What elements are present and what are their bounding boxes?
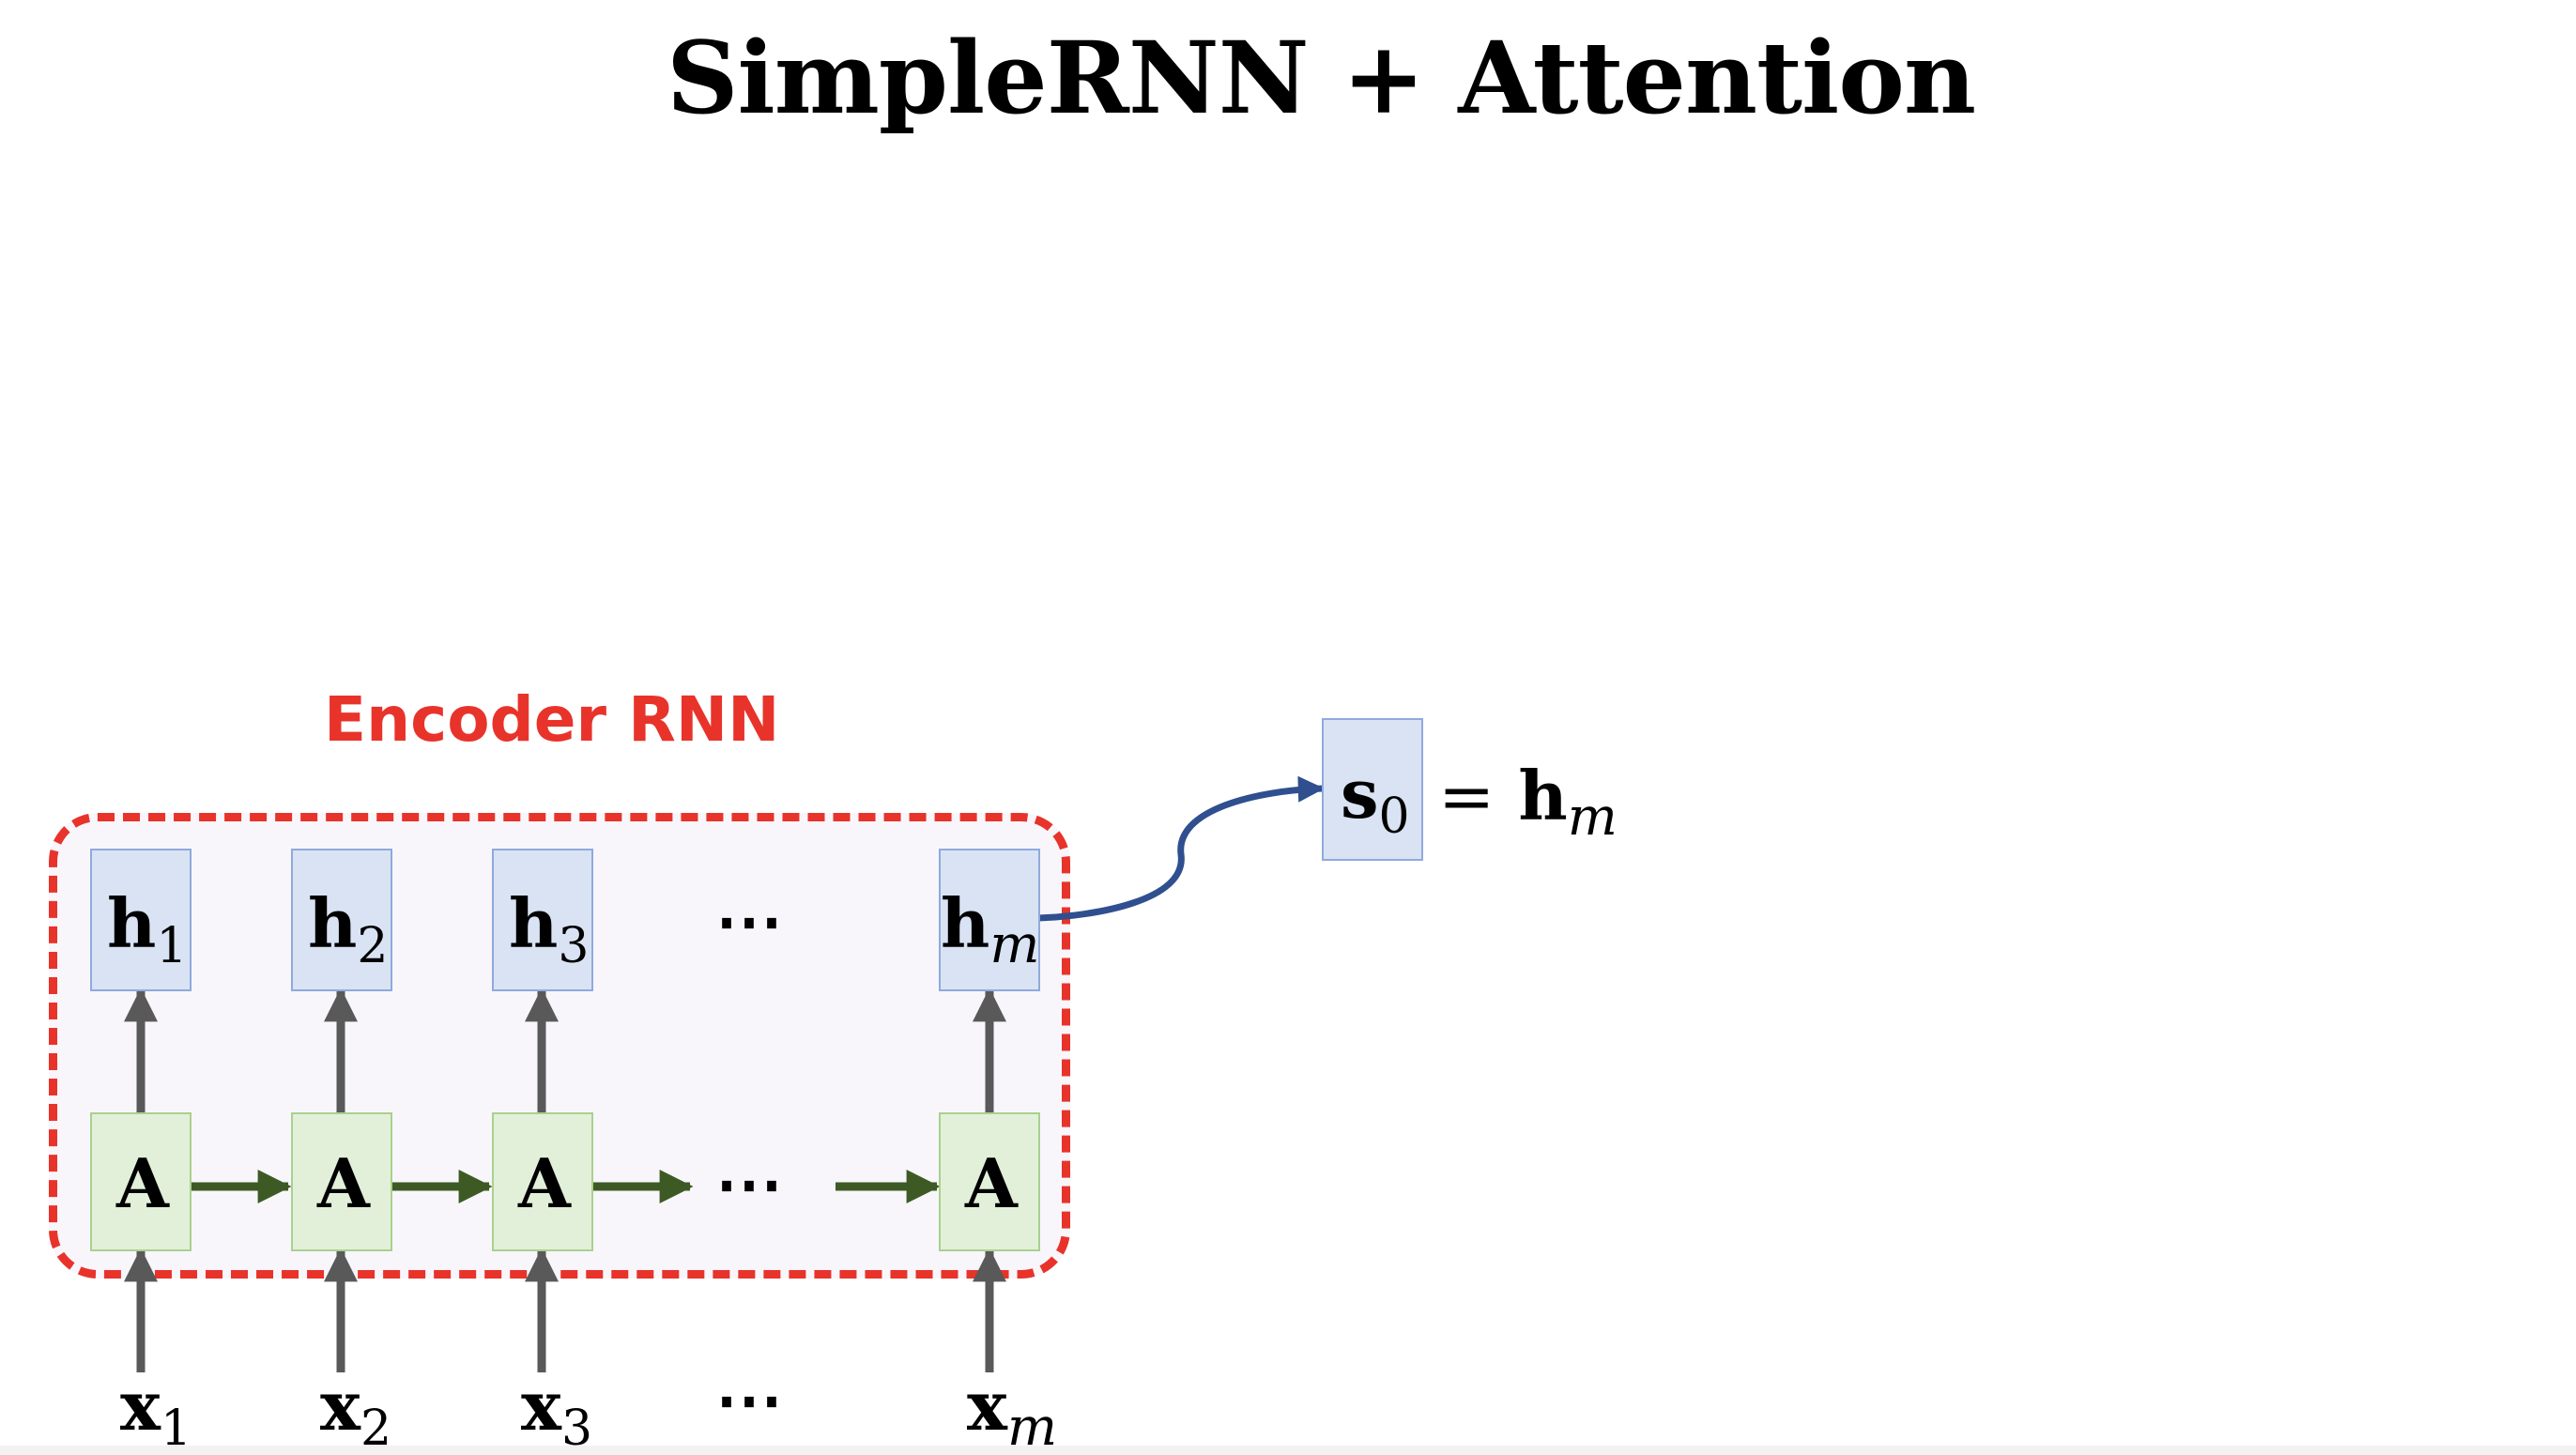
hidden-state-box-2 <box>291 849 392 991</box>
hidden-state-label-2: h2 <box>308 883 389 974</box>
input-ellipsis: ⋯ <box>715 1359 787 1439</box>
hidden-state-label-1: h1 <box>107 883 188 974</box>
hidden-state-ellipsis: ⋯ <box>715 881 787 960</box>
rnn-cell-2 <box>291 1112 392 1251</box>
encoder-label: Encoder RNN <box>324 683 780 756</box>
input-label-m: xm <box>967 1366 1058 1455</box>
rnn-cell-label-m: A <box>965 1143 1018 1223</box>
bottom-strip <box>0 1446 2576 1455</box>
state-transfer-arrow <box>1037 775 1325 922</box>
rnn-cell-label-1: A <box>116 1143 169 1223</box>
state-equation: = hm <box>1438 756 1618 848</box>
input-label-3: x3 <box>521 1366 593 1455</box>
input-label-1: x1 <box>120 1366 192 1455</box>
hidden-state-label-m: hm <box>941 883 1040 975</box>
rnn-cell-1 <box>90 1112 192 1251</box>
rnn-cell-label-3: A <box>518 1143 571 1223</box>
hidden-state-label-3: h3 <box>509 883 590 974</box>
rnn-cell-label-2: A <box>317 1143 370 1223</box>
rnn-cell-3 <box>492 1112 593 1251</box>
decoder-state-label: s0 <box>1341 754 1410 845</box>
decoder-state-box <box>1322 718 1423 861</box>
hidden-state-box-3 <box>492 849 593 991</box>
hidden-state-box-m <box>939 849 1040 991</box>
input-label-2: x2 <box>320 1366 392 1455</box>
rnn-cell-ellipsis: ⋯ <box>715 1143 787 1223</box>
hidden-state-box-1 <box>90 849 192 991</box>
rnn-cell-m <box>939 1112 1040 1251</box>
slide-title: SimpleRNN + Attention <box>666 19 1976 136</box>
